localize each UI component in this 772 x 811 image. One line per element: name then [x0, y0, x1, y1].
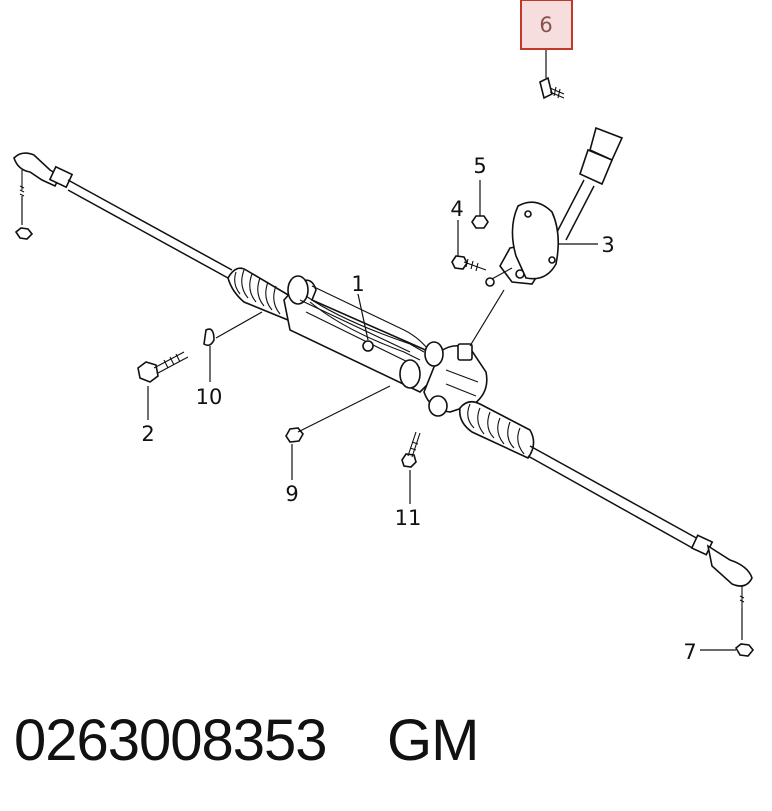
callout-9[interactable]: 9	[285, 482, 298, 506]
callout-6-label: 6	[539, 13, 552, 37]
dust-cover-plate	[511, 201, 560, 280]
callout-3[interactable]: 3	[601, 233, 614, 257]
part-number-footer: 0263008353 GM	[14, 707, 479, 774]
callout-4[interactable]: 4	[450, 197, 463, 221]
callout-11[interactable]: 11	[395, 506, 422, 530]
pinch-bolt	[539, 76, 565, 100]
washer-10	[203, 328, 215, 347]
steering-rack-diagram: 6 1 2 3 4 5 7 9 10 11	[13, 0, 755, 664]
brand-name: GM	[387, 708, 479, 773]
part-number: 0263008353	[14, 708, 328, 773]
valve-housing	[399, 341, 488, 417]
rack-housing	[283, 275, 441, 393]
left-tie-rod-end	[13, 152, 74, 240]
callout-2[interactable]: 2	[141, 422, 154, 446]
hydraulic-lines	[305, 285, 431, 361]
callout-7[interactable]: 7	[683, 640, 696, 664]
callout-10[interactable]: 10	[196, 385, 223, 409]
left-tie-rod	[67, 179, 233, 279]
right-tie-rod	[527, 445, 714, 556]
bolt-4	[451, 255, 487, 272]
right-tie-rod-end	[706, 544, 755, 657]
nut-9	[285, 427, 304, 443]
callout-5[interactable]: 5	[473, 154, 486, 178]
mounting-bolt-2	[137, 351, 189, 383]
highlighted-callout-6[interactable]: 6	[520, 0, 573, 50]
right-bellows-boot	[458, 400, 535, 460]
footer-spacer	[327, 708, 387, 773]
bolt-11	[401, 431, 421, 468]
nut-5	[471, 215, 489, 229]
left-tie-rod-nut	[14, 227, 34, 240]
callout-1[interactable]: 1	[351, 272, 364, 296]
right-tie-rod-nut	[734, 643, 755, 657]
leader-lines	[147, 50, 736, 651]
